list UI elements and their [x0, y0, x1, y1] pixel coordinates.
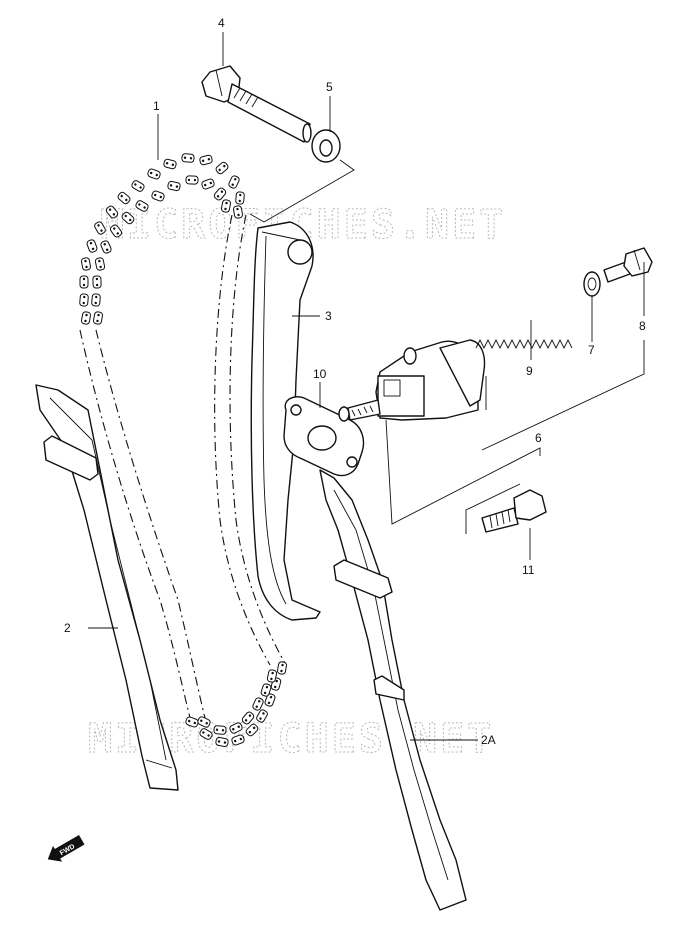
callout-7: 7 [588, 343, 595, 357]
plug-gasket [583, 271, 601, 297]
tensioner-gasket [283, 396, 365, 477]
chain-guide-front [319, 469, 467, 911]
callout-6: 6 [535, 431, 542, 445]
fwd-arrow-icon: FWD [47, 834, 85, 862]
callout-5: 5 [326, 80, 333, 94]
callout-4: 4 [218, 16, 225, 30]
tensioner-spring [475, 338, 573, 350]
chain-guide-rear [35, 384, 179, 791]
callout-2: 2 [64, 621, 71, 635]
callout-9: 9 [526, 364, 533, 378]
cam-chain [78, 152, 288, 748]
callout-10: 10 [313, 367, 327, 381]
leader-lines [88, 32, 645, 741]
callout-1: 1 [153, 99, 160, 113]
callout-11: 11 [522, 563, 535, 577]
callout-2a: 2A [481, 733, 496, 747]
tensioner-mounting-bolt [481, 489, 547, 533]
pivot-washer [311, 129, 341, 163]
tensioner-assembly [338, 339, 486, 422]
pivot-bolt [201, 65, 312, 143]
callout-3: 3 [325, 309, 332, 323]
callout-8: 8 [639, 319, 646, 333]
tensioner-plug-bolt [603, 247, 653, 283]
